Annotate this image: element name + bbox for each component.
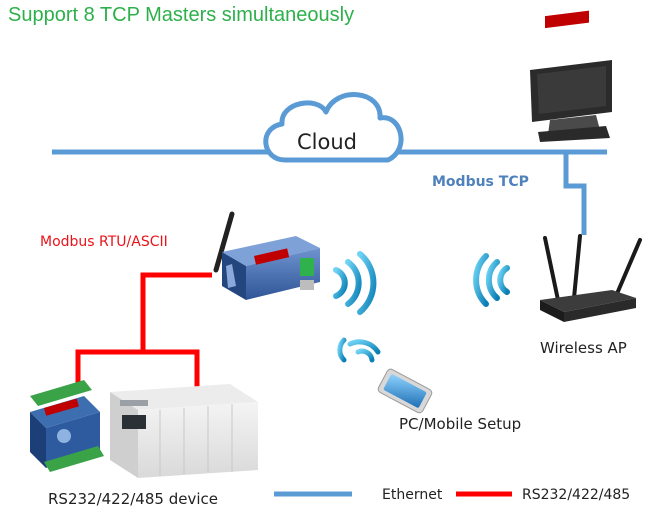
wireless-ap-icon (540, 234, 642, 322)
page-title: Support 8 TCP Masters simultaneously (8, 4, 355, 26)
phone-wireless-waves-icon (337, 337, 381, 363)
plc-device-icon (110, 384, 258, 478)
cloud-label: Cloud (297, 130, 357, 154)
gateway-wireless-waves-icon (333, 251, 377, 315)
monitor-icon (530, 10, 612, 142)
ethernet-links (52, 149, 607, 235)
legend-ethernet-label: Ethernet (382, 487, 443, 503)
ap-wireless-waves-icon (473, 253, 510, 307)
gateway-device-icon (213, 211, 320, 300)
pc-mobile-label: PC/Mobile Setup (399, 415, 522, 433)
serial-links (75, 272, 212, 388)
modbus-tcp-label: Modbus TCP (432, 174, 529, 190)
io-module-icon (30, 380, 104, 472)
serial-link-gateway (140, 272, 212, 352)
serial-link-bus (75, 349, 200, 388)
device-label: RS232/422/485 device (48, 490, 218, 508)
smartphone-icon (377, 368, 433, 414)
modbus-rtu-label: Modbus RTU/ASCII (40, 234, 168, 250)
ethernet-drop-to-ap (563, 152, 587, 235)
wireless-ap-label: Wireless AP (540, 339, 627, 357)
legend-serial-label: RS232/422/485 (522, 487, 631, 503)
cloud-icon (263, 92, 404, 163)
